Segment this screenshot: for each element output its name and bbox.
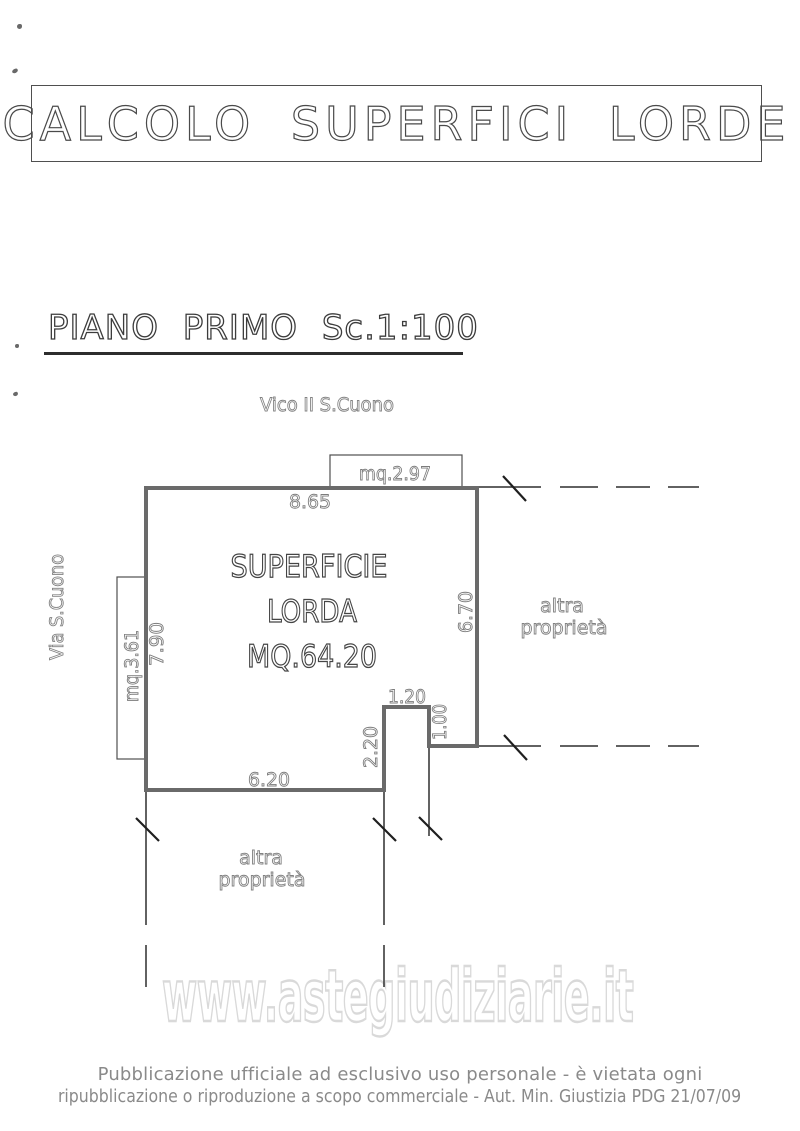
dimension-notch-right: 1.00 <box>429 704 451 740</box>
street-label-top: Vico II S.Cuono <box>260 394 394 416</box>
apartment-wall-outline <box>144 486 479 792</box>
balcony-left-area-label: mq.3.61 <box>121 630 143 702</box>
dimension-notch-left: 2.20 <box>360 726 382 768</box>
footer-line2: ripubblicazione o riproduzione a scopo c… <box>58 1087 742 1107</box>
dimension-bottom: 6.20 <box>248 769 290 791</box>
balcony-left-outline <box>116 576 147 760</box>
neighbor-bottom-line2: proprietà <box>218 869 305 891</box>
balcony-top-area-label: mq.2.97 <box>359 463 431 485</box>
surface-caption-line1: SUPERFICIE <box>231 549 388 585</box>
balcony-top-outline <box>329 454 463 488</box>
page-title: CALCOLO SUPERFICI LORDE <box>2 96 791 151</box>
footer-disclaimer: Pubblicazione ufficiale ad esclusivo uso… <box>0 1064 800 1107</box>
section-heading: PIANO PRIMO Sc.1:100 <box>44 307 479 355</box>
scan-speck <box>12 391 19 397</box>
surface-caption-line3: MQ.64.20 <box>247 639 377 675</box>
boundary-tick-mark <box>502 475 527 502</box>
boundary-tick-mark <box>418 816 443 841</box>
scan-speck <box>11 67 19 75</box>
watermark-text: www.astegiudiziarie.it <box>161 954 634 1038</box>
section-heading-text: PIANO PRIMO Sc.1:100 <box>47 307 479 348</box>
footer-line1: Pubblicazione ufficiale ad esclusivo uso… <box>97 1064 703 1085</box>
boundary-tick-mark <box>372 817 397 842</box>
neighbor-bottom-line1: altra <box>239 847 283 869</box>
dimension-left: 7.90 <box>146 622 168 666</box>
title-box: CALCOLO SUPERFICI LORDE <box>2 85 786 162</box>
dimension-notch-top: 1.20 <box>388 686 426 708</box>
scan-speck <box>15 344 19 348</box>
boundary-tick-mark <box>503 734 528 761</box>
dimension-right: 6.70 <box>455 591 477 633</box>
boundary-tick-mark <box>135 817 160 842</box>
scan-speck <box>17 24 22 29</box>
dimension-top: 8.65 <box>289 491 331 513</box>
neighbor-right-line1: altra <box>540 595 584 617</box>
surface-caption-line2: LORDA <box>267 594 357 630</box>
street-label-left: Via S.Cuono <box>46 554 68 660</box>
neighbor-right-line2: proprietà <box>520 617 607 639</box>
